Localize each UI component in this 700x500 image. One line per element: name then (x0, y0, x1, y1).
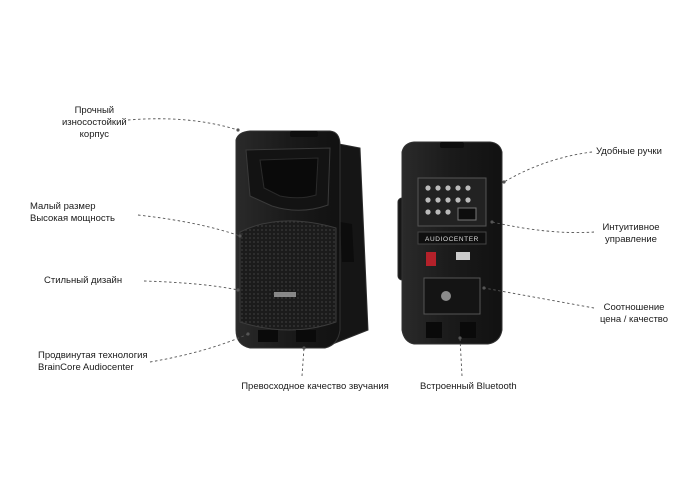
leader-lines (127, 118, 595, 377)
back-brand-label: AUDIOCENTER (425, 236, 479, 243)
callout-technology: Продвинутая технология BrainCore Audioce… (38, 350, 148, 374)
speaker-back-icon (397, 141, 503, 345)
callout-durable-body: Прочный износостойкий корпус (62, 105, 127, 141)
callout-line: Прочный (74, 105, 115, 116)
callout-line: износостойкий (62, 117, 127, 128)
callout-control: Интуитивное управление (596, 222, 666, 246)
callout-handles: Удобные ручки (596, 146, 662, 158)
callout-line: BrainCore Audiocenter (38, 362, 134, 373)
callout-line: Превосходное качество звучания (241, 381, 389, 392)
callout-line: Малый размер (30, 201, 96, 212)
leader-dots (236, 128, 506, 350)
callout-line: управление (605, 234, 657, 245)
callout-sound-quality: Превосходное качество звучания (240, 381, 390, 393)
callout-design: Стильный дизайн (44, 275, 122, 287)
callout-line: Соотношение (603, 302, 665, 313)
callout-line: Стильный дизайн (44, 275, 123, 286)
callout-bluetooth: Встроенный Bluetooth (420, 381, 517, 393)
callout-line: Удобные ручки (596, 146, 662, 157)
callout-line: цена / качество (599, 314, 669, 325)
callout-line: Интуитивное (602, 222, 660, 233)
callout-value: Соотношение цена / качество (596, 302, 672, 326)
callout-line: Встроенный Bluetooth (420, 381, 517, 392)
callout-line: Продвинутая технология (38, 350, 148, 361)
callout-line: корпус (79, 129, 110, 140)
callout-line: Высокая мощность (30, 213, 115, 224)
speaker-front-icon (235, 130, 369, 349)
callout-size-power: Малый размер Высокая мощность (30, 201, 115, 225)
